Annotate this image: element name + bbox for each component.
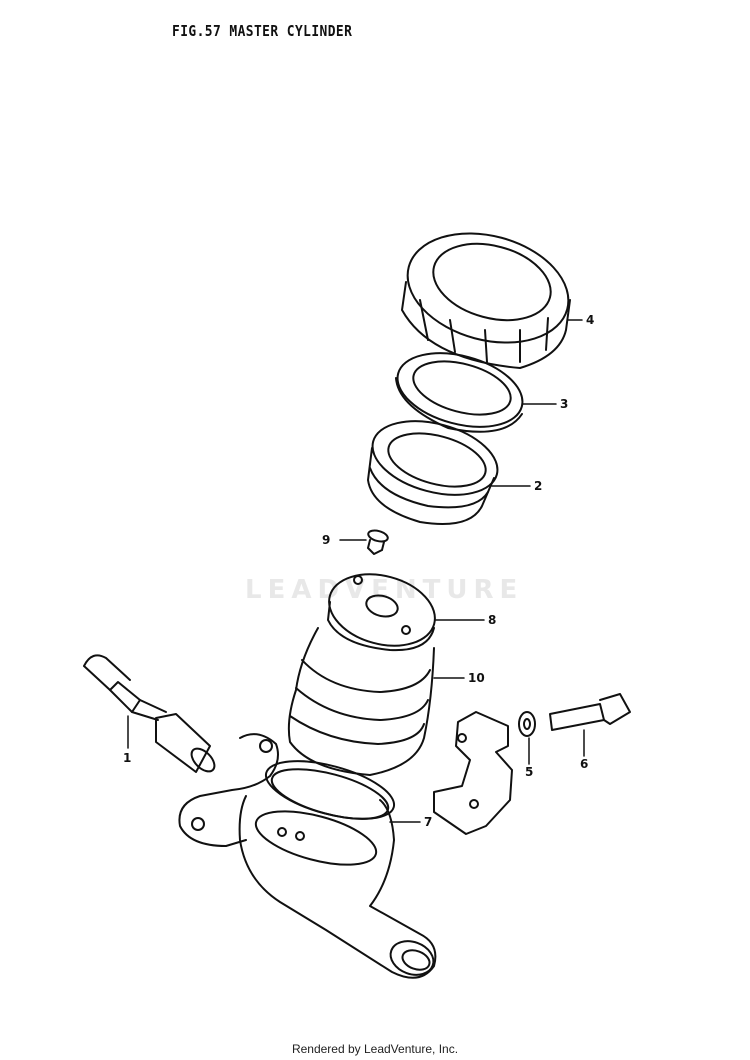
screw-part bbox=[367, 529, 389, 555]
hose-fitting-part bbox=[83, 654, 216, 773]
figure-title: FIG.57 MASTER CYLINDER bbox=[172, 22, 353, 40]
callout-5: 5 bbox=[525, 765, 533, 779]
master-cylinder-body bbox=[178, 733, 437, 979]
callout-4: 4 bbox=[586, 313, 594, 327]
clamp-part bbox=[433, 711, 513, 835]
callout-6: 6 bbox=[580, 757, 588, 771]
bolt-part bbox=[549, 693, 631, 731]
watermark-text: LEADVENTURE bbox=[245, 575, 524, 605]
callout-2: 2 bbox=[534, 479, 542, 493]
callout-9: 9 bbox=[322, 533, 330, 547]
reservoir-plate-part bbox=[327, 573, 436, 652]
diaphragm-part bbox=[367, 420, 499, 525]
washer-part bbox=[518, 711, 536, 737]
callout-3: 3 bbox=[560, 397, 568, 411]
callout-7: 7 bbox=[424, 815, 432, 829]
callout-labels: 4 3 2 9 8 10 7 1 5 6 bbox=[123, 313, 594, 829]
reservoir-cap-part bbox=[401, 232, 571, 369]
callout-1: 1 bbox=[123, 751, 131, 765]
footer-credit: Rendered by LeadVenture, Inc. bbox=[291, 1042, 459, 1056]
reservoir-body-part bbox=[287, 627, 435, 776]
callout-8: 8 bbox=[488, 613, 496, 627]
leader-lines bbox=[127, 319, 585, 823]
callout-10: 10 bbox=[468, 671, 485, 685]
seal-ring-part bbox=[395, 352, 524, 433]
